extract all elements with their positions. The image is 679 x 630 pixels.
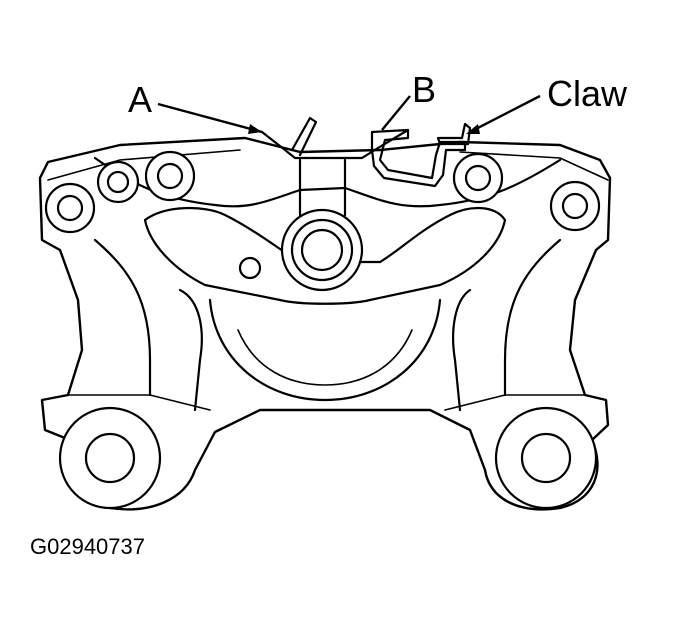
upper-rim-line bbox=[47, 149, 241, 181]
right-mounting-eye-hole bbox=[520, 432, 572, 484]
left-leg-line-inner bbox=[178, 288, 203, 412]
right-leg-line-outer bbox=[503, 238, 562, 397]
spring-clip-a-tab bbox=[290, 116, 318, 157]
figure-code: G02940737 bbox=[30, 534, 145, 559]
left-outer-boss-hole bbox=[56, 194, 84, 222]
piston-bore-inner-arc bbox=[237, 329, 413, 386]
spring-clip-b bbox=[370, 128, 467, 188]
small-bleed-hole bbox=[238, 256, 262, 280]
leader-a bbox=[157, 102, 263, 134]
right-leg-lower bbox=[444, 394, 586, 411]
callout-b-label: B bbox=[412, 69, 437, 110]
center-rib bbox=[298, 158, 347, 217]
left-mounting-eye-hole bbox=[84, 432, 136, 484]
piston-bore-arc bbox=[208, 298, 442, 402]
callout-claw-label: Claw bbox=[547, 73, 628, 114]
leader-b bbox=[381, 95, 411, 131]
right-inner-boss-hole bbox=[464, 164, 492, 192]
callout-a-label: A bbox=[128, 79, 153, 120]
left-leg-line-outer bbox=[93, 238, 152, 397]
upper-rim-line-right bbox=[459, 151, 609, 181]
left-inner-boss-hole bbox=[156, 162, 184, 190]
leader-claw bbox=[469, 94, 541, 134]
right-outer-boss-hole bbox=[561, 192, 589, 220]
left-mid-boss-hole bbox=[106, 170, 130, 194]
inner-window bbox=[143, 206, 507, 305]
claw-tab bbox=[436, 122, 472, 146]
center-boss-hole bbox=[300, 228, 344, 272]
leader-claw-arrowhead bbox=[466, 124, 480, 134]
right-leg-line-inner bbox=[452, 288, 472, 412]
leader-a-arrowhead bbox=[248, 124, 262, 134]
left-leg-lower bbox=[67, 394, 211, 411]
